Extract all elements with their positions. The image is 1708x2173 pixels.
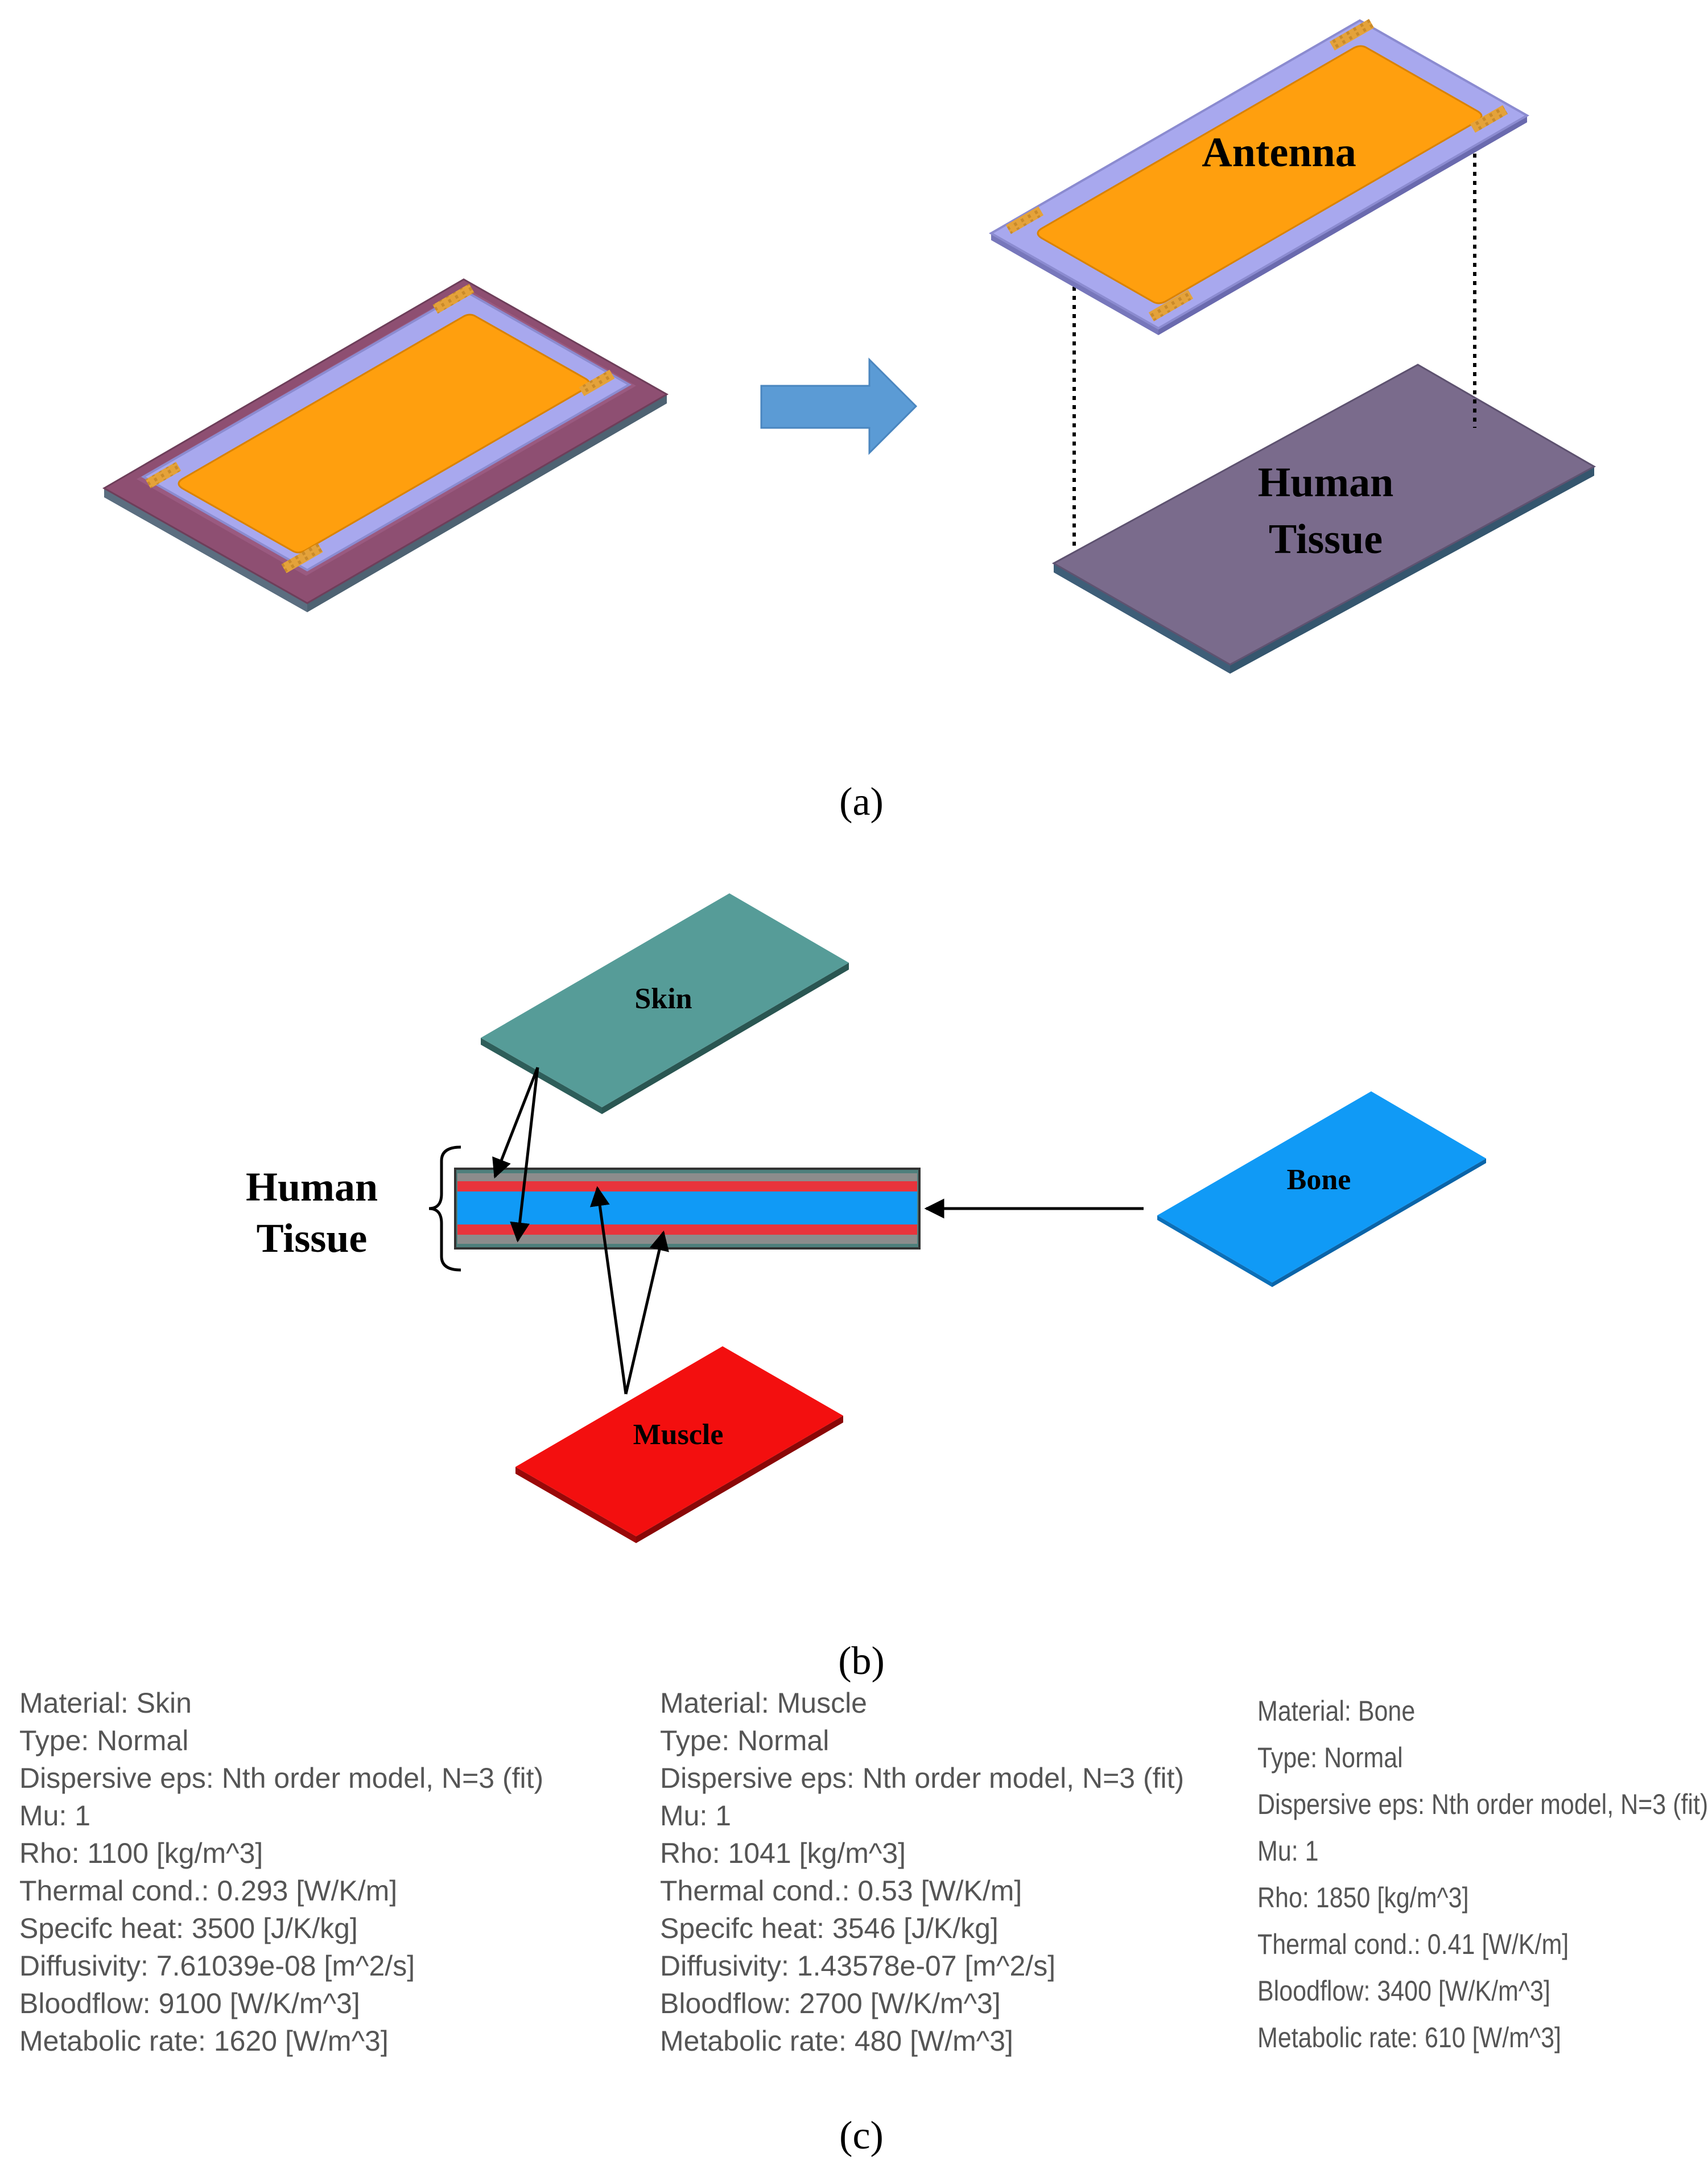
muscle-plate-edge (515, 1467, 636, 1543)
assembled-antenna (102, 278, 669, 612)
skin-label: Skin (634, 983, 692, 1015)
bone-plate (1157, 1091, 1486, 1283)
exploded-antenna (988, 19, 1530, 335)
skin-plate-edge-right (602, 963, 849, 1114)
property-line: Specifc heat: 3546 [J/K/kg] (660, 1912, 999, 1944)
slot-cluster (145, 461, 181, 489)
property-line: Rho: 1100 [kg/m^3] (19, 1837, 263, 1869)
tissue-label-line1: Human (1258, 459, 1394, 506)
muscle-layer-bottom (457, 1224, 917, 1235)
property-line: Material: Muscle (660, 1687, 867, 1719)
arrow-skin-bottom (510, 1067, 539, 1243)
muscle-properties: Material: Muscle Type: Normal Dispersive… (660, 1684, 1184, 2060)
property-line: Specifc heat: 3500 [J/K/kg] (19, 1912, 358, 1944)
arrow-muscle-bottom (624, 1230, 669, 1395)
caption-c: (c) (839, 2114, 884, 2158)
property-line: Diffusivity: 7.61039e-08 [m^2/s] (19, 1950, 415, 1982)
slot-cluster (1470, 105, 1508, 133)
tissue-slab-edge-right (1230, 467, 1594, 674)
property-line: Thermal cond.: 0.41 [W/K/m] (1257, 1928, 1569, 1960)
property-line: Mu: 1 (1257, 1835, 1319, 1867)
skin-plate (481, 893, 849, 1107)
tissue-cross-section (454, 1168, 921, 1250)
bone-plate-edge (1157, 1215, 1272, 1287)
property-line: Diffusivity: 1.43578e-07 [m^2/s] (660, 1950, 1056, 1982)
property-line: Thermal cond.: 0.53 [W/K/m] (660, 1875, 1022, 1907)
property-line: Metabolic rate: 480 [W/m^3] (660, 2025, 1013, 2057)
arrow-skin-top (492, 1067, 539, 1179)
property-line: Rho: 1850 [kg/m^3] (1257, 1882, 1469, 1914)
transition-arrow (760, 357, 918, 455)
antenna-substrate-edge (991, 233, 1158, 335)
property-line: Material: Bone (1257, 1695, 1416, 1727)
panel-b: Skin Bone Muscle Human Tissue (b) (246, 893, 1486, 1683)
bone-label: Bone (1287, 1164, 1351, 1196)
slot-cluster (432, 283, 475, 314)
property-line: Type: Normal (1257, 1742, 1403, 1774)
property-line: Type: Normal (19, 1725, 189, 1756)
property-line: Bloodflow: 9100 [W/K/m^3] (19, 1988, 360, 2019)
muscle-plate-edge-right (636, 1416, 843, 1543)
slot-cluster (1005, 206, 1044, 234)
tissue-brace (428, 1145, 461, 1272)
panel-a: Antenna Human Tissue (a) (102, 19, 1596, 824)
bone-layer (457, 1191, 917, 1224)
slot-cluster (281, 543, 323, 574)
gray-layer-top (457, 1173, 917, 1181)
tissue-label-b-line1: Human (246, 1164, 378, 1210)
muscle-layer-top (457, 1181, 917, 1191)
arrow-muscle-top (589, 1186, 628, 1395)
property-line: Bloodflow: 3400 [W/K/m^3] (1257, 1975, 1550, 2007)
tissue-label-line2: Tissue (1269, 516, 1383, 563)
bone-plate-edge-right (1272, 1158, 1486, 1287)
caption-a: (a) (839, 780, 884, 824)
bone-properties: Material: Bone Type: Normal Dispersive e… (1257, 1688, 1708, 2061)
property-line: Type: Normal (660, 1725, 830, 1756)
muscle-label: Muscle (633, 1419, 724, 1451)
gray-layer-bottom (457, 1235, 917, 1244)
property-line: Mu: 1 (19, 1800, 91, 1832)
skin-properties: Material: Skin Type: Normal Dispersive e… (19, 1684, 543, 2060)
property-line: Rho: 1041 [kg/m^3] (660, 1837, 906, 1869)
antenna-substrate-edge-right (1158, 116, 1527, 335)
property-line: Metabolic rate: 610 [W/m^3] (1257, 2022, 1562, 2054)
tissue-slab-side-right (307, 394, 667, 612)
slot-cluster (1148, 290, 1194, 321)
property-line: Dispersive eps: Nth order model, N=3 (fi… (1257, 1788, 1708, 1820)
property-line: Material: Skin (19, 1687, 192, 1719)
property-line: Thermal cond.: 0.293 [W/K/m] (19, 1875, 398, 1907)
tissue-slab-edge (1054, 563, 1230, 674)
property-line: Bloodflow: 2700 [W/K/m^3] (660, 1988, 1001, 2019)
tissue-label-b-line2: Tissue (257, 1215, 368, 1261)
exploded-tissue (1051, 364, 1596, 674)
property-line: Metabolic rate: 1620 [W/m^3] (19, 2025, 389, 2057)
antenna-label: Antenna (1202, 129, 1356, 176)
property-line: Dispersive eps: Nth order model, N=3 (fi… (19, 1762, 544, 1794)
property-line: Dispersive eps: Nth order model, N=3 (fi… (660, 1762, 1185, 1794)
slot-cluster (579, 369, 615, 397)
tissue-slab-top (1051, 364, 1596, 666)
slot-cluster (1329, 19, 1375, 51)
skin-plate-edge (481, 1038, 602, 1114)
caption-b: (b) (838, 1639, 885, 1683)
tissue-slab-side (104, 488, 307, 612)
muscle-plate (515, 1346, 843, 1536)
property-line: Mu: 1 (660, 1800, 732, 1832)
